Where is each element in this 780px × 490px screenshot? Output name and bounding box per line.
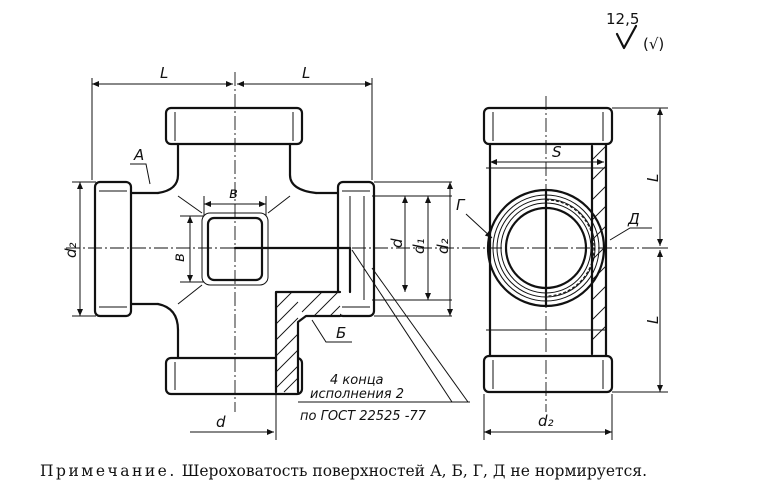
side-view: S Г Д L L d₂ bbox=[456, 96, 668, 440]
label-L-top: L bbox=[644, 174, 662, 182]
label-d2-bottom: d₂ bbox=[538, 412, 554, 430]
section-quadrant bbox=[233, 196, 365, 394]
dim-L-right: L bbox=[302, 64, 310, 82]
top-branch bbox=[164, 106, 304, 177]
label-D: Д bbox=[627, 210, 640, 228]
roughness-symbol: 12,5 (√) bbox=[606, 10, 664, 53]
label-G: Г bbox=[456, 196, 466, 214]
callout-line3: по ГОСТ 22525 -77 bbox=[300, 409, 427, 424]
label-B-top: в bbox=[229, 184, 238, 202]
threaded-bore bbox=[486, 188, 606, 308]
note-heading: Примечание. bbox=[40, 462, 177, 480]
label-B-side: в bbox=[170, 253, 188, 262]
dim-L-left: L bbox=[160, 64, 168, 82]
label-L-bottom: L bbox=[644, 316, 662, 324]
label-Bsect: Б bbox=[336, 324, 346, 342]
callout: 4 конца исполнения 2 по ГОСТ 22525 -77 bbox=[300, 373, 427, 424]
label-d: d bbox=[388, 238, 406, 248]
label-A: А bbox=[133, 146, 144, 164]
label-d-bottom: d bbox=[216, 413, 226, 431]
section-hatching bbox=[275, 291, 341, 393]
left-branch bbox=[93, 180, 160, 318]
label-d2-left: d₂ bbox=[62, 242, 80, 258]
roughness-bracket: (√) bbox=[643, 35, 664, 53]
label-d1: d₁ bbox=[410, 238, 428, 254]
side-wall-hatching bbox=[590, 144, 607, 356]
note-text: Шероховатость поверхностей А, Б, Г, Д не… bbox=[181, 462, 648, 480]
callout-line1: 4 конца bbox=[330, 373, 384, 388]
label-d2-right: d₂ bbox=[434, 238, 452, 254]
roughness-check-icon bbox=[615, 24, 638, 50]
label-S: S bbox=[552, 143, 562, 161]
front-view: L L А d₂ в в d d₁ d₂ Б bbox=[62, 64, 470, 440]
roughness-value: 12,5 bbox=[606, 10, 639, 28]
side-bottom-collar bbox=[482, 354, 614, 394]
note: Примечание. Шероховатость поверхностей А… bbox=[40, 462, 770, 480]
side-top-collar bbox=[482, 106, 614, 146]
callout-line2: исполнения 2 bbox=[310, 387, 404, 402]
